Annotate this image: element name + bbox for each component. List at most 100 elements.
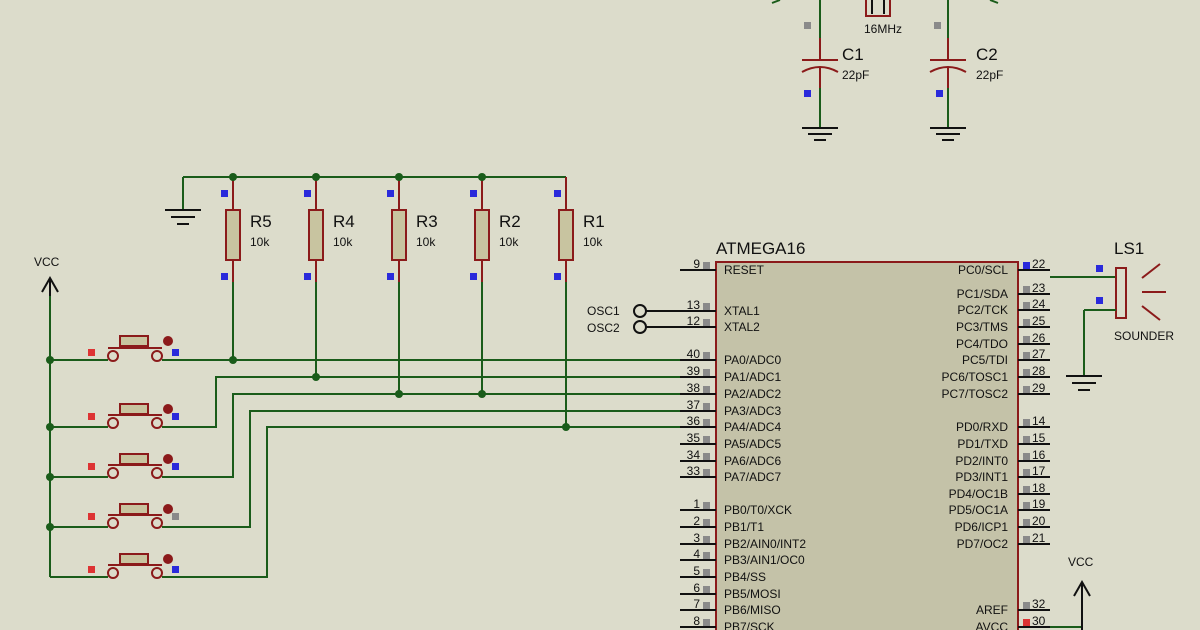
sounder-name: LS1 (1114, 239, 1144, 258)
ground-sounder (1066, 375, 1102, 391)
pushbuttons (50, 335, 680, 579)
r5-value: 10k (250, 235, 270, 249)
pushbutton-2[interactable] (50, 376, 680, 429)
capacitor-c2[interactable]: C2 22pF (929, 22, 1003, 97)
pin-number: 35 (687, 431, 701, 445)
pin-label: PB5/MOSI (724, 587, 781, 601)
sounder-ls1[interactable]: LS1 SOUNDER (1050, 239, 1174, 376)
mcu-pin-pb1-t1[interactable]: 2 PB1/T1 (680, 514, 764, 534)
resistor-r5[interactable]: R5 10k (221, 177, 272, 282)
pin-number: 2 (693, 514, 700, 528)
vcc-right: VCC (1068, 555, 1094, 630)
pin-label: PB4/SS (724, 570, 766, 584)
pushbutton-3[interactable] (50, 393, 680, 479)
pin-number: 27 (1032, 347, 1046, 361)
resistor-r4[interactable]: R4 10k (304, 177, 355, 282)
capacitor-c1[interactable]: C1 22pF (801, 22, 869, 97)
mcu-pin-pd3-int1[interactable]: 17 PD3/INT1 (955, 464, 1050, 484)
pin-label: PA0/ADC0 (724, 353, 781, 367)
mcu-name: ATMEGA16 (716, 239, 805, 258)
pin-label: PD7/OC2 (957, 537, 1009, 551)
pin-label: PB1/T1 (724, 520, 764, 534)
pin-number: 30 (1032, 614, 1046, 628)
resistor-network: R5 10k R4 10k R3 10k (165, 173, 605, 282)
vcc-left-label: VCC (34, 255, 60, 269)
pin-label: PD0/RXD (956, 420, 1008, 434)
pin-number: 8 (693, 614, 700, 628)
osc1-label: OSC1 (587, 304, 620, 318)
resistor-r3[interactable]: R3 10k (387, 177, 438, 282)
r4-value: 10k (333, 235, 353, 249)
pin-number: 5 (693, 564, 700, 578)
resistor-r1[interactable]: R1 10k (554, 177, 605, 282)
pin-number: 23 (1032, 281, 1046, 295)
pushbutton-5[interactable] (50, 426, 680, 579)
pin-number: 19 (1032, 497, 1046, 511)
osc-terminals[interactable]: OSC1 OSC2 (587, 304, 680, 335)
pin-number: 6 (693, 581, 700, 595)
pin-label: PC3/TMS (956, 320, 1008, 334)
pin-number: 3 (693, 531, 700, 545)
pin-number: 34 (687, 448, 701, 462)
pushbutton-1[interactable] (50, 335, 680, 362)
mcu-pin-avcc[interactable]: 30 AVCC (976, 614, 1050, 630)
crystal-section: 16MHz C1 22pF (771, 0, 1003, 141)
crystal-x1[interactable]: 16MHz (864, 0, 902, 36)
pin-label: PA1/ADC1 (724, 370, 781, 384)
pin-label: PD3/INT1 (955, 470, 1008, 484)
pin-number: 15 (1032, 431, 1046, 445)
pin-label: PC7/TOSC2 (942, 387, 1009, 401)
pin-number: 17 (1032, 464, 1046, 478)
mcu-pin-pb5-mosi[interactable]: 6 PB5/MOSI (680, 581, 781, 601)
sounder-type: SOUNDER (1114, 329, 1174, 343)
pin-label: AREF (976, 603, 1008, 617)
resistor-r2[interactable]: R2 10k (470, 177, 521, 282)
ground-c1 (802, 127, 838, 141)
pin-label: PC0/SCL (958, 263, 1008, 277)
pushbutton-4[interactable] (50, 410, 680, 529)
r2-name: R2 (499, 212, 521, 231)
mcu-pin-pd0-rxd[interactable]: 14 PD0/RXD (956, 414, 1050, 434)
mcu-pin-pb4-ss[interactable]: 5 PB4/SS (680, 564, 766, 584)
pin-label: PA5/ADC5 (724, 437, 781, 451)
mcu-pin-pa5-adc5[interactable]: 35 PA5/ADC5 (680, 431, 781, 451)
pin-number: 14 (1032, 414, 1046, 428)
r1-name: R1 (583, 212, 605, 231)
pin-label: AVCC (976, 620, 1009, 630)
pin-label: XTAL2 (724, 320, 760, 334)
